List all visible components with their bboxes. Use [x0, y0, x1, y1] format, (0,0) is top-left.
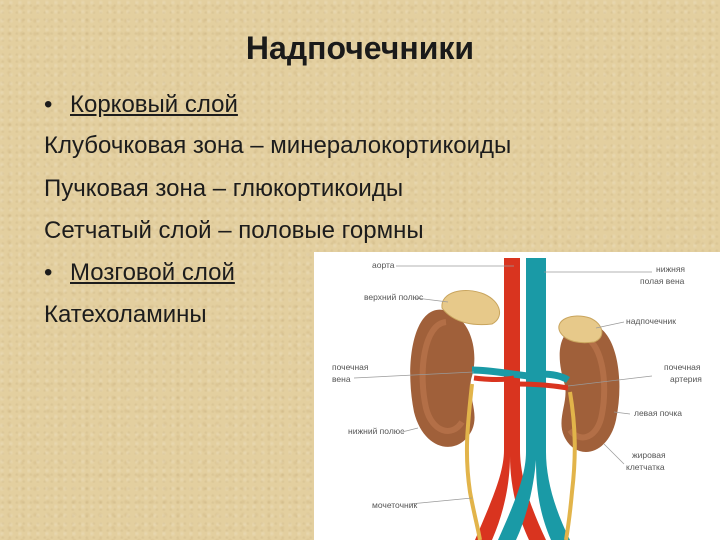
label-upper-pole: верхний полюс: [364, 292, 424, 302]
label-renal-artery-2: артерия: [670, 374, 702, 384]
bullet-cortex: • Корковый слой: [44, 90, 238, 120]
label-renal-vein-1: почечная: [332, 362, 369, 372]
cortex-heading: Корковый слой: [70, 91, 238, 118]
bullet-marker: •: [44, 91, 53, 118]
label-ivc-2: полая вена: [640, 276, 685, 286]
aorta: [475, 258, 546, 540]
label-fat-1: жировая: [632, 450, 666, 460]
label-renal-artery-1: почечная: [664, 362, 701, 372]
right-ureter: [464, 383, 482, 540]
label-aorta: аорта: [372, 260, 395, 270]
left-adrenal-gland: [558, 315, 603, 344]
right-adrenal-gland: [441, 290, 500, 326]
reticular-zone-line: Сетчатый слой – половые гормны: [44, 217, 424, 244]
fascicular-zone-line: Пучковая зона – глюкортикоиды: [44, 175, 404, 202]
label-ureter: мочеточник: [372, 500, 417, 510]
label-adrenal: надпочечник: [626, 316, 676, 326]
anatomy-illustration: аорта верхний полюс почечная вена нижний…: [332, 258, 702, 540]
label-left-kidney: левая почка: [634, 408, 682, 418]
inferior-vena-cava: [498, 258, 570, 540]
left-renal-vein: [539, 370, 570, 384]
label-fat-2: клетчатка: [626, 462, 665, 472]
label-renal-vein-2: вена: [332, 374, 351, 384]
kidney-adrenal-diagram: аорта верхний полюс почечная вена нижний…: [314, 252, 720, 540]
slide-title: Надпочечники: [245, 30, 475, 66]
catecholamines-line: Катехоламины: [44, 301, 207, 328]
left-renal-artery: [517, 381, 569, 391]
label-lower-pole: нижний полюс: [348, 426, 405, 436]
bullet-medulla: • Мозговой слой: [44, 258, 235, 288]
bullet-marker: •: [44, 259, 53, 286]
right-renal-vein: [471, 366, 529, 380]
glomerular-zone-line: Клубочковая зона – минералокортикоиды: [44, 132, 512, 159]
left-ureter: [564, 391, 577, 540]
label-ivc-1: нижняя: [656, 264, 685, 274]
right-renal-artery: [473, 375, 515, 382]
medulla-heading: Мозговой слой: [70, 259, 235, 286]
